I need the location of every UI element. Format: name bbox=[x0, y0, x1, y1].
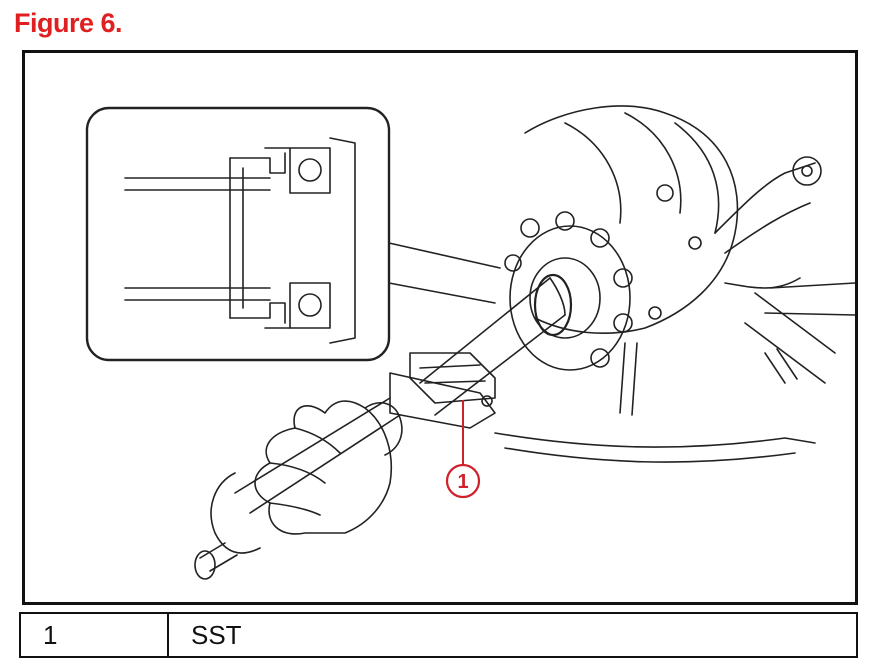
flange-bolt bbox=[613, 268, 633, 288]
inset-bearing bbox=[289, 282, 331, 329]
frame-leg bbox=[619, 342, 638, 416]
sst-screw bbox=[481, 395, 493, 407]
mount-bushing bbox=[792, 156, 822, 186]
flange-bolt bbox=[613, 313, 633, 333]
sst-handle bbox=[234, 397, 401, 514]
legend-number: 1 bbox=[19, 612, 169, 658]
technician-hand bbox=[254, 400, 393, 535]
housing-bolt bbox=[688, 236, 702, 250]
differential-housing bbox=[524, 105, 739, 334]
flange-bolt bbox=[520, 218, 540, 238]
callout-number: 1 bbox=[457, 471, 468, 493]
technical-illustration: 1 bbox=[85, 105, 855, 580]
callout-circle bbox=[445, 463, 481, 499]
crossmember bbox=[494, 432, 816, 463]
housing-bolt bbox=[648, 306, 662, 320]
mount-arm bbox=[714, 162, 816, 254]
mount-arm bbox=[724, 277, 801, 289]
housing-rib bbox=[564, 112, 720, 234]
sliding-hammer bbox=[210, 472, 261, 554]
figure-frame: 1 bbox=[22, 50, 858, 605]
frame-bar bbox=[744, 282, 855, 384]
detail-inset bbox=[85, 106, 391, 362]
hammer-end bbox=[194, 550, 216, 580]
inset-seal-puller bbox=[229, 152, 286, 324]
flange bbox=[509, 225, 631, 371]
sst-shaft bbox=[419, 277, 566, 416]
legend-table: 1 SST bbox=[19, 612, 858, 658]
flange-bolt bbox=[555, 211, 575, 231]
flange-inner bbox=[529, 257, 601, 339]
flange-bolt bbox=[504, 254, 522, 272]
inset-bearing bbox=[289, 147, 331, 194]
sst-shaft bbox=[549, 277, 566, 316]
flange-bolt bbox=[590, 348, 610, 368]
flange-bolt bbox=[590, 228, 610, 248]
frame-leg bbox=[764, 348, 798, 384]
figure-title: Figure 6. bbox=[14, 8, 123, 38]
sst-clamp-lower bbox=[389, 372, 496, 429]
sst-grip bbox=[364, 402, 403, 456]
oil-seal bbox=[533, 273, 573, 337]
inset-pointer bbox=[388, 242, 501, 304]
legend-label: SST bbox=[167, 612, 858, 658]
housing-bolt bbox=[656, 184, 674, 202]
callout-1: 1 bbox=[445, 400, 481, 499]
table-row: 1 SST bbox=[19, 612, 858, 658]
inset-shaft bbox=[124, 177, 271, 301]
